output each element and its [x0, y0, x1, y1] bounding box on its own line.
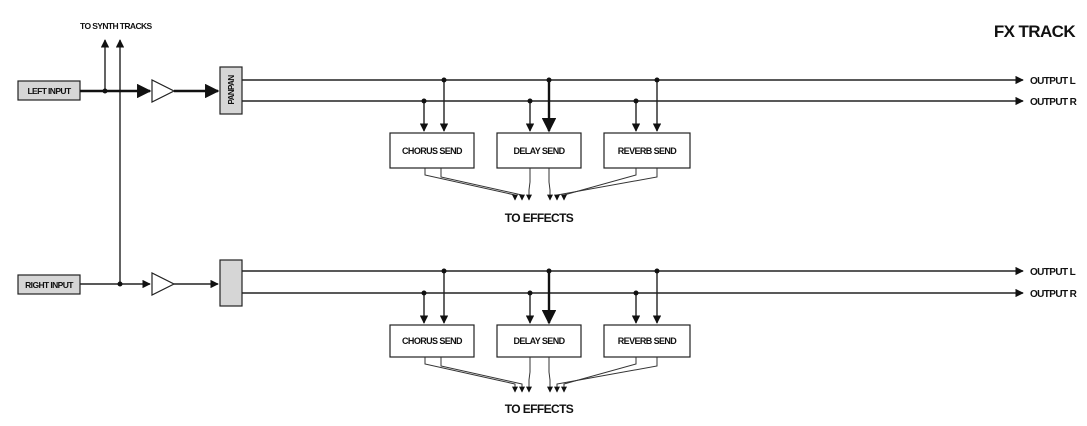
bottom-effects-route [424, 357, 518, 393]
top-pan-label: PANPAN [227, 75, 236, 105]
left-junction-dot [102, 88, 108, 94]
top-junction-dot [527, 98, 533, 104]
bottom-output-l-label: OUTPUT L [1030, 267, 1076, 278]
bottom-junction-dot [527, 290, 533, 296]
top-effects-route [561, 168, 637, 201]
bottom-delay-send-box [496, 324, 582, 358]
top-junction-dot [633, 98, 639, 104]
top-output-l-label: OUTPUT L [1030, 76, 1076, 87]
top-junction-dot [421, 98, 427, 104]
top-reverb-send-label: REVERB SEND [618, 146, 678, 156]
top-to-effects-label: TO EFFECTS [505, 211, 574, 225]
top-output-r-label: OUTPUT R [1030, 97, 1078, 108]
bottom-pan-box [219, 259, 243, 307]
top-junction-dot [546, 77, 552, 83]
right-junction-dot [117, 281, 123, 287]
bottom-effects-route [561, 357, 637, 393]
top-junction-dot [654, 77, 660, 83]
bottom-to-effects-label: TO EFFECTS [505, 402, 574, 416]
top-chorus-send-box [389, 132, 475, 169]
top-effects-route [424, 168, 518, 201]
bottom-effects-route [526, 357, 532, 393]
top-delay-send-box [496, 132, 582, 169]
top-reverb-send-box [603, 132, 691, 169]
top-chorus-send-label: CHORUS SEND [402, 146, 463, 156]
bottom-delay-send-label: DELAY SEND [513, 336, 565, 346]
bottom-effects-route [554, 357, 658, 393]
right-input-label: RIGHT INPUT [25, 280, 74, 290]
top-pan-box [219, 66, 243, 115]
bottom-chorus-send-box [389, 324, 475, 358]
right-gain-amplifier [151, 272, 176, 296]
bottom-effects-route [440, 357, 525, 393]
bottom-junction-dot [546, 268, 552, 274]
bottom-chorus-send-label: CHORUS SEND [402, 336, 463, 346]
top-junction-dot [441, 77, 447, 83]
top-effects-route [547, 168, 553, 201]
top-effects-route [554, 168, 658, 201]
bottom-channel: RIGHT INPUT OUTPUT L OUTPUT R CHORUS SEN… [17, 259, 1078, 416]
bottom-junction-dot [654, 268, 660, 274]
left-gain-amplifier [151, 79, 176, 103]
bottom-junction-dot [633, 290, 639, 296]
top-effects-route [440, 168, 525, 201]
bottom-effects-route [547, 357, 553, 393]
bottom-reverb-send-label: REVERB SEND [618, 336, 678, 346]
top-effects-route [526, 168, 532, 201]
top-channel: LEFT INPUT PANPAN OUTPUT L OUTPUT R CHOR… [17, 66, 1078, 225]
bottom-output-r-label: OUTPUT R [1030, 289, 1078, 300]
diagram-title: FX TRACK [994, 22, 1076, 41]
left-input-label: LEFT INPUT [27, 86, 72, 96]
bottom-junction-dot [441, 268, 447, 274]
top-delay-send-label: DELAY SEND [513, 146, 565, 156]
bottom-reverb-send-box [603, 324, 691, 358]
bottom-junction-dot [421, 290, 427, 296]
to-synth-tracks-label: TO SYNTH TRACKS [80, 21, 153, 31]
